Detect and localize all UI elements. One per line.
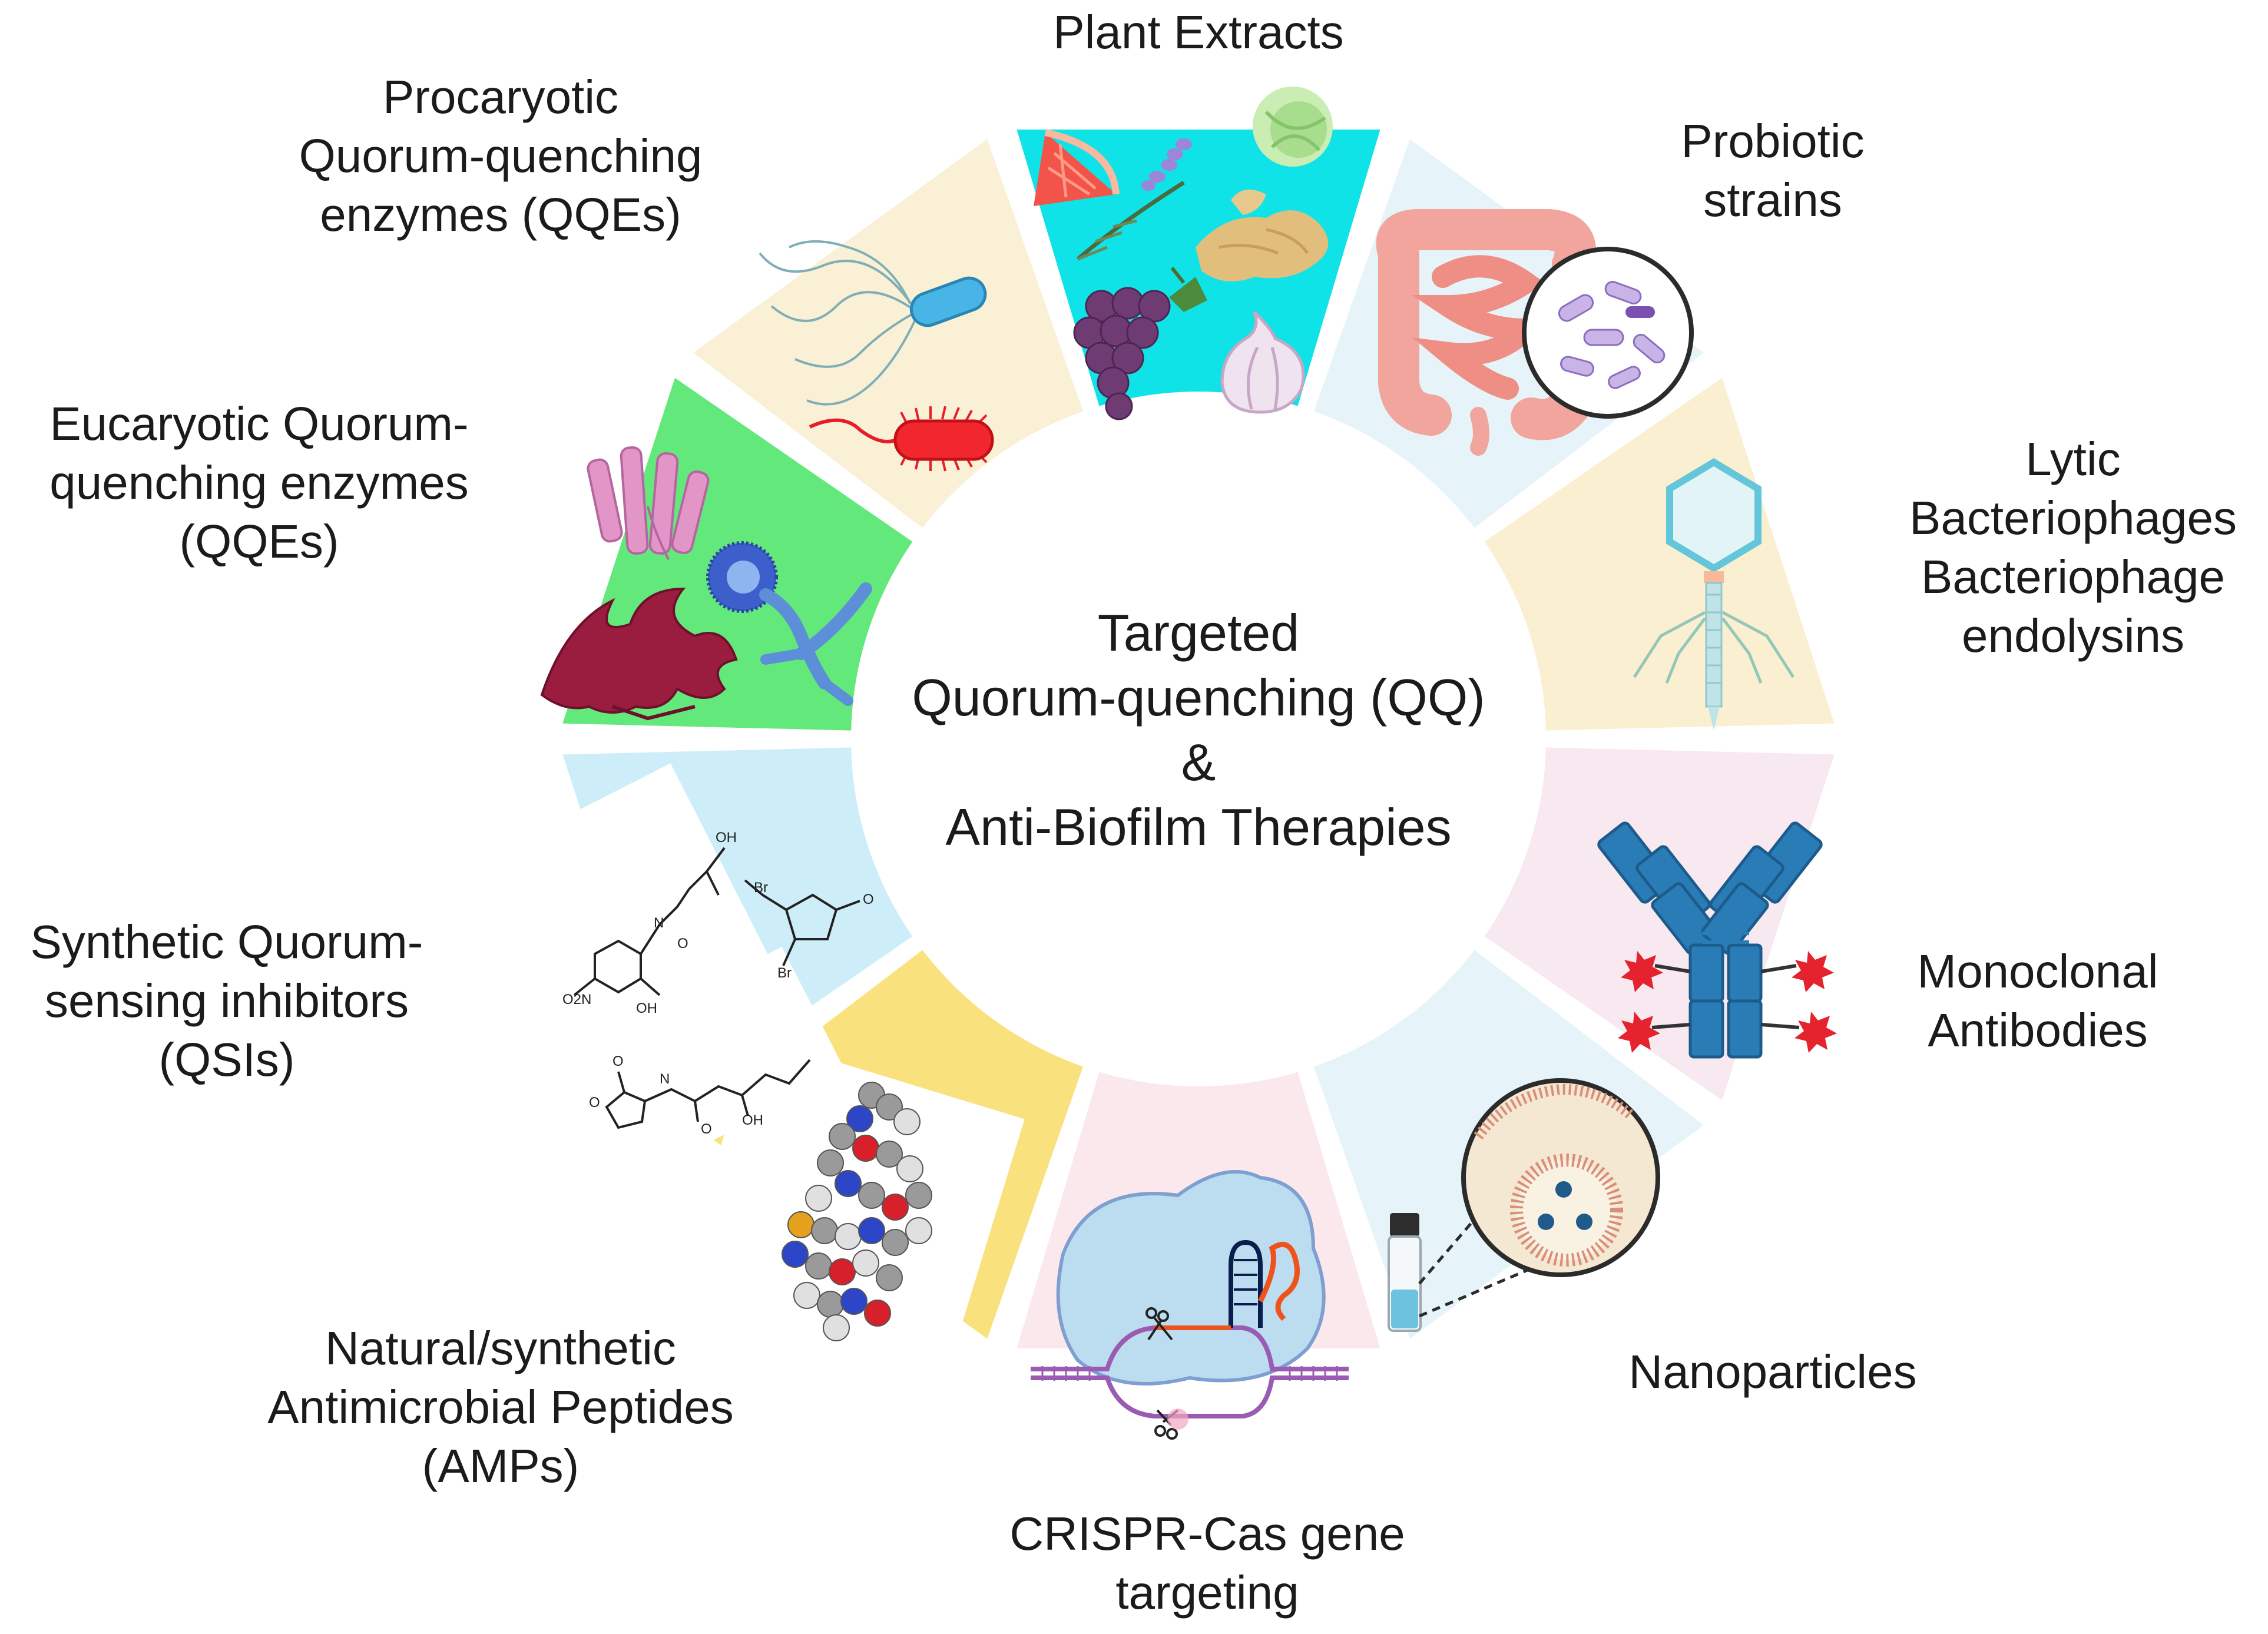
label-line: Bacteriophage — [1921, 551, 2225, 603]
center-title-line-3: & — [1181, 733, 1216, 791]
plant-extracts-icon — [1034, 87, 1333, 420]
label-line: Probiotic — [1681, 115, 1865, 167]
peptide-atom — [876, 1264, 903, 1291]
label-line: sensing inhibitors — [44, 975, 409, 1027]
peptide-atom — [876, 1093, 903, 1121]
peptide-atom — [829, 1258, 856, 1285]
peptide-atom — [846, 1105, 873, 1132]
peptide-atom — [896, 1155, 923, 1182]
label-line: quenching enzymes — [49, 456, 469, 509]
label-probiotic-strains: Probiotic strains — [1625, 112, 1920, 230]
label-line: Monoclonal — [1917, 945, 2158, 997]
peptide-atom — [823, 1314, 850, 1341]
label-line: targeting — [1115, 1566, 1299, 1619]
peptide-atom — [876, 1141, 903, 1168]
label-plant-extracts: Plant Extracts — [978, 3, 1419, 62]
chem-atom-label: Br — [777, 965, 792, 981]
peptide-atom — [805, 1252, 832, 1280]
chem-atom-label: OH — [716, 830, 737, 846]
label-line: strains — [1703, 174, 1842, 226]
label-monoclonal-antibodies: Monoclonal Antibodies — [1849, 942, 2226, 1060]
peptide-molecule-icon — [671, 1036, 1025, 1390]
peptide-atom — [787, 1211, 815, 1238]
peptide-atom — [793, 1282, 820, 1309]
peptide-atom — [817, 1291, 844, 1318]
peptide-atom — [882, 1194, 909, 1221]
chem-atom-label: Br — [754, 880, 768, 896]
chem-atom-label: O — [677, 936, 688, 952]
chem-atom-label: OH — [742, 1112, 763, 1128]
peptide-atom — [864, 1300, 891, 1327]
label-line: Lytic — [2025, 433, 2121, 485]
center-title: Targeted Quorum-quenching (QQ) & Anti-Bi… — [845, 601, 1552, 860]
label-line: Nanoparticles — [1628, 1345, 1917, 1398]
label-crispr-cas: CRISPR-Cas gene targeting — [972, 1504, 1443, 1622]
center-disc — [851, 392, 1546, 1086]
label-line: CRISPR-Cas gene — [1009, 1507, 1405, 1560]
nanoparticle-vial-icon — [1388, 1078, 1660, 1332]
peptide-atom — [805, 1185, 832, 1212]
label-line: Natural/synthetic — [325, 1322, 676, 1374]
peptide-atom — [817, 1149, 844, 1176]
label-synthetic-qsis: Synthetic Quorum- sensing inhibitors (QS… — [0, 913, 453, 1089]
peptide-atom — [905, 1182, 932, 1209]
chem-atom-label: O2N — [562, 992, 591, 1007]
peptide-atom — [835, 1223, 862, 1250]
bacteria-icon — [759, 240, 994, 472]
label-line: Procaryotic — [382, 71, 619, 123]
center-title-line-2: Quorum-quenching (QQ) — [912, 668, 1485, 727]
chem-atom-label: N — [660, 1071, 670, 1087]
peptide-atom — [858, 1217, 885, 1244]
label-line: Quorum-quenching — [299, 130, 703, 182]
label-line: Synthetic Quorum- — [30, 916, 423, 968]
label-line: enzymes (QQEs) — [320, 188, 681, 241]
chem-atom-label: N — [654, 915, 664, 931]
label-line: Bacteriophages — [1909, 492, 2237, 544]
label-procaryotic-qqes: Procaryotic Quorum-quenching enzymes (QQ… — [247, 68, 754, 244]
peptide-atom — [893, 1108, 921, 1135]
center-title-line-1: Targeted — [1097, 604, 1300, 662]
peptide-atom — [829, 1123, 856, 1150]
label-nanoparticles: Nanoparticles — [1578, 1343, 1967, 1401]
label-line: endolysins — [1961, 609, 2184, 662]
peptide-atom — [835, 1170, 862, 1197]
antibody-icon — [1597, 821, 1837, 1059]
label-line: Antimicrobial Peptides — [267, 1381, 734, 1433]
label-eucaryotic-qqes: Eucaryotic Quorum- quenching enzymes (QQ… — [12, 395, 506, 571]
chem-atom-label: O — [589, 1095, 600, 1111]
label-line: Eucaryotic Quorum- — [49, 397, 469, 450]
label-line: (AMPs) — [422, 1440, 580, 1492]
chem-atom-label: O — [701, 1121, 712, 1137]
center-title-line-4: Anti-Biofilm Therapies — [945, 798, 1452, 856]
chem-atom-label: O — [612, 1053, 624, 1069]
label-lytic-bacteriophages: Lytic Bacteriophages Bacteriophage endol… — [1867, 430, 2268, 665]
label-line: (QQEs) — [179, 515, 339, 568]
intestine-microbes-icon — [1376, 209, 1694, 456]
peptide-atom — [840, 1288, 868, 1315]
algae-fungi-icon — [540, 446, 872, 721]
peptide-atom — [905, 1217, 932, 1244]
label-line: Antibodies — [1928, 1004, 2148, 1056]
chem-atom-label: OH — [636, 1000, 657, 1016]
peptide-atom — [858, 1182, 885, 1209]
label-antimicrobial-peptides: Natural/synthetic Antimicrobial Peptides… — [218, 1319, 783, 1496]
peptide-atom — [882, 1229, 909, 1256]
peptide-atom — [852, 1135, 879, 1162]
bacteriophage-icon — [1633, 458, 1795, 730]
chem-atom-label: O — [863, 891, 874, 907]
segment-lytic-bacteriophages — [1484, 377, 1835, 731]
peptide-atom — [782, 1241, 809, 1268]
peptide-atom — [811, 1217, 838, 1244]
peptide-atom — [852, 1249, 879, 1277]
label-line: Plant Extracts — [1053, 6, 1344, 58]
crispr-cas-icon — [1031, 1170, 1349, 1440]
label-line: (QSIs) — [158, 1033, 295, 1086]
